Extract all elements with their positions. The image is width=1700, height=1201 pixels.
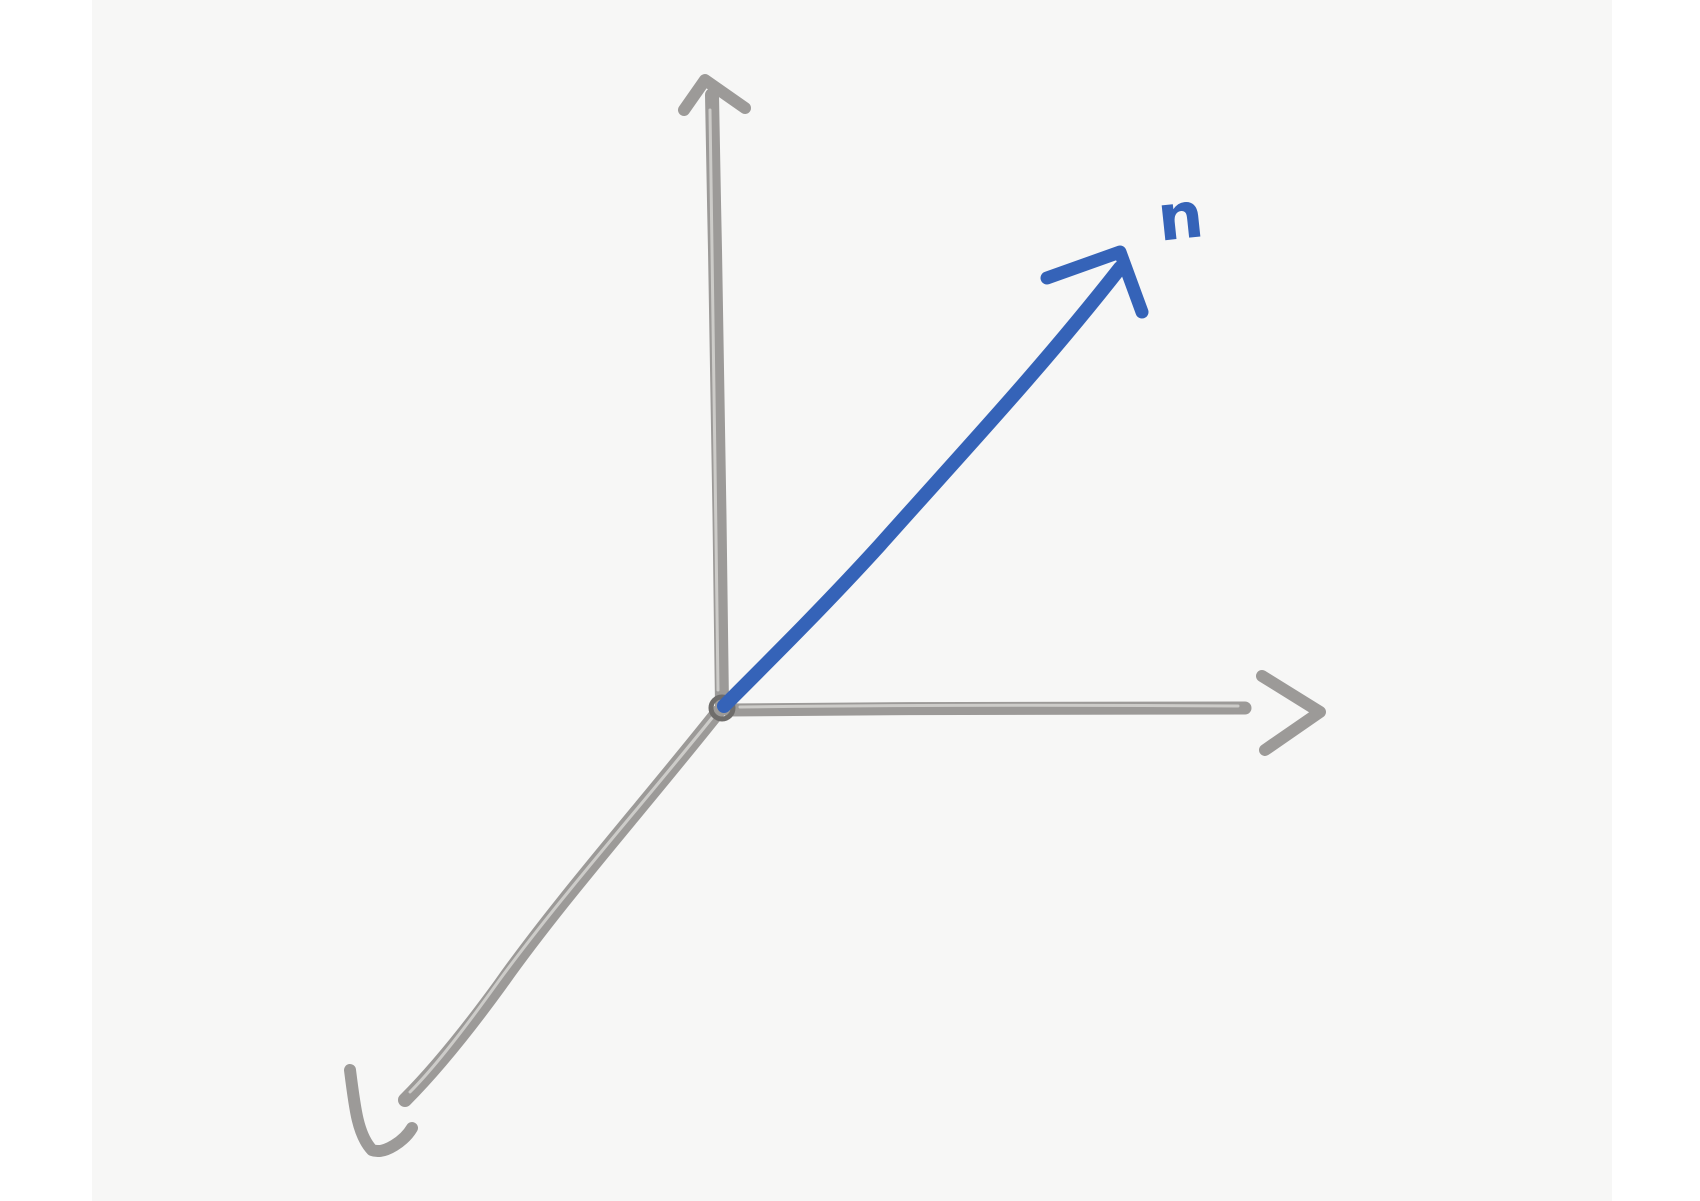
horizontal-axis bbox=[721, 670, 1326, 756]
vertical-axis-shaft bbox=[705, 88, 729, 712]
vertical-axis-shaft-highlight bbox=[708, 108, 720, 692]
vertical-axis bbox=[678, 74, 751, 712]
depth-axis-shaft-highlight bbox=[408, 716, 714, 1094]
normal-vector-shaft bbox=[717, 261, 1127, 713]
horizontal-axis-arrowhead bbox=[1256, 670, 1326, 756]
coordinate-axes bbox=[344, 74, 1326, 1157]
horizontal-axis-shaft bbox=[721, 701, 1252, 717]
depth-axis bbox=[344, 705, 725, 1157]
normal-vector-arrowhead bbox=[1040, 245, 1149, 319]
paper-background bbox=[92, 0, 1612, 1201]
vertical-axis-arrowhead bbox=[678, 74, 751, 116]
horizontal-axis-shaft-highlight bbox=[738, 703, 1240, 709]
origin-point bbox=[708, 694, 736, 722]
normal-vector: n bbox=[717, 178, 1207, 713]
depth-axis-arrowhead bbox=[344, 1064, 418, 1157]
normal-vector-label: n bbox=[1154, 178, 1207, 256]
